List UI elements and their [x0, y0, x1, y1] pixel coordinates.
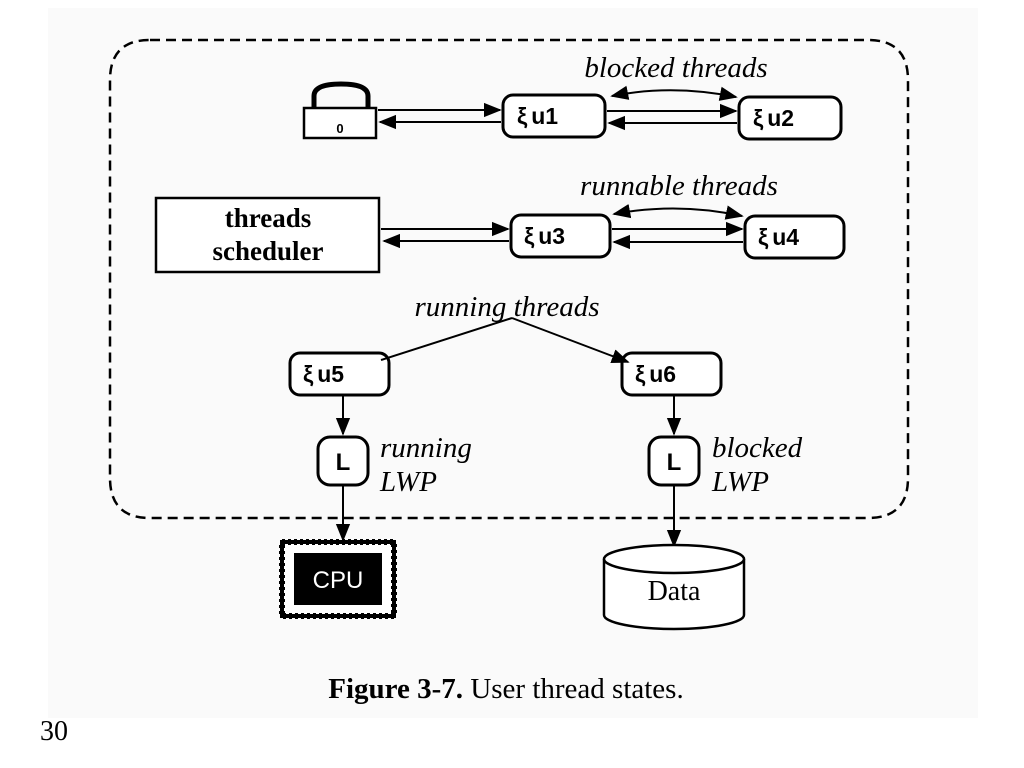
thread-label: u6 — [649, 361, 676, 387]
svg-text:ξu2: ξu2 — [753, 105, 794, 131]
scheduler-label-line2: scheduler — [213, 236, 324, 266]
data-label: Data — [648, 576, 701, 607]
arrow-u1-u2-curve — [610, 85, 738, 101]
thread-squiggle-icon: ξ — [303, 361, 314, 387]
figure-caption: Figure 3-7. User thread states. — [328, 673, 683, 705]
thread-label: u1 — [531, 103, 558, 129]
lwp-running: L — [316, 435, 370, 487]
lwp-label: L — [667, 449, 682, 476]
thread-squiggle-icon: ξ — [524, 223, 535, 249]
page-number: 30 — [40, 716, 68, 747]
arrow-u3-u4-curve — [612, 203, 744, 220]
figure-number: Figure 3-7. — [328, 673, 463, 705]
lwp-blocked: L — [647, 435, 701, 487]
svg-text:ξu5: ξu5 — [303, 361, 344, 387]
figure-title: User thread states. — [463, 673, 684, 705]
blocked-lwp-label-line2: LWP — [711, 466, 769, 498]
thread-label: u3 — [538, 223, 565, 249]
database-cylinder-icon: Data — [602, 543, 746, 631]
svg-text:ξu3: ξu3 — [524, 223, 565, 249]
arrow-running-to-u6 — [511, 317, 630, 363]
cpu-chip-icon: CPU — [279, 539, 397, 619]
thread-squiggle-icon: ξ — [517, 103, 528, 129]
connectors — [335, 85, 744, 548]
thread-squiggle-icon: ξ — [758, 224, 769, 250]
svg-text:ξu4: ξu4 — [758, 224, 799, 250]
running-lwp-label-line1: running — [380, 432, 472, 464]
line-running-to-u5 — [380, 317, 513, 361]
thread-label: u2 — [767, 105, 794, 131]
runnable-threads-label: runnable threads — [580, 170, 778, 202]
blocked-threads-label: blocked threads — [584, 52, 767, 84]
padlock-icon: 0 — [302, 81, 378, 140]
thread-squiggle-icon: ξ — [635, 361, 646, 387]
lock-label: 0 — [336, 121, 343, 136]
blocked-lwp-label-line1: blocked — [712, 432, 803, 464]
cpu-label: CPU — [313, 567, 364, 594]
running-threads-label: running threads — [414, 291, 599, 323]
running-lwp-label-line2: LWP — [379, 466, 437, 498]
thread-label: u4 — [772, 224, 799, 250]
lwp-label: L — [336, 449, 351, 476]
scheduler-label-line1: threads — [225, 203, 312, 233]
process-boundary — [108, 38, 910, 520]
threads-scheduler-box: threads scheduler — [154, 196, 381, 274]
thread-label: u5 — [317, 361, 344, 387]
thread-squiggle-icon: ξ — [753, 105, 764, 131]
svg-text:ξu6: ξu6 — [635, 361, 676, 387]
svg-text:ξu1: ξu1 — [517, 103, 558, 129]
